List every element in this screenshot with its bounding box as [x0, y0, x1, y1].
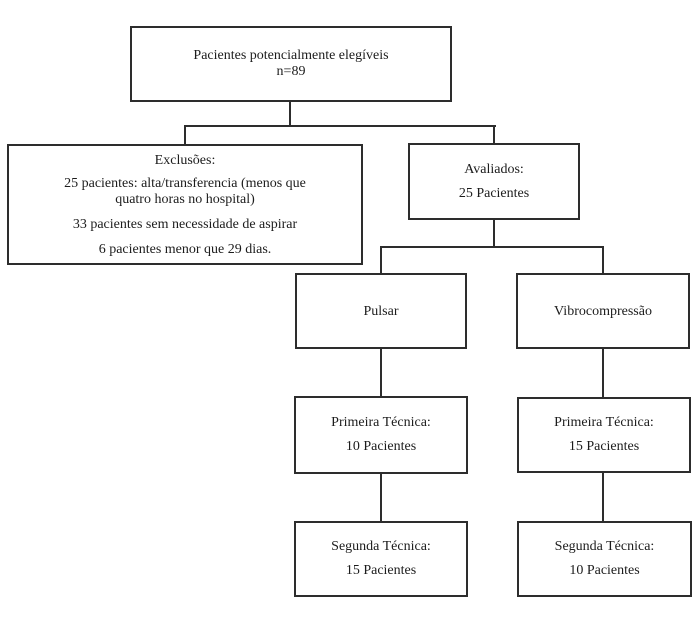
- node-eligible-patients: Pacientes potencialmente elegíveis n=89: [130, 26, 452, 102]
- exclusions-item-1: 25 pacientes: alta/transferencia (menos …: [64, 175, 306, 191]
- node-exclusions: Exclusões: 25 pacientes: alta/transferen…: [7, 144, 363, 265]
- node-pulsar-first-technique: Primeira Técnica: 10 Pacientes: [294, 396, 468, 474]
- vibro-second-title: Segunda Técnica:: [554, 539, 655, 554]
- evaluated-title: Avaliados:: [464, 161, 524, 177]
- exclusions-title: Exclusões:: [154, 152, 216, 168]
- connector-eligible-stem: [289, 102, 291, 125]
- connector-drop-pulsar: [380, 246, 382, 273]
- node-pulsar: Pulsar: [295, 273, 467, 349]
- exclusions-item-1-cont: quatro horas no hospital): [115, 191, 255, 207]
- pulsar-label: Pulsar: [363, 303, 399, 319]
- connector-drop-exclusions: [184, 125, 186, 144]
- vibro-second-count: 10 Pacientes: [569, 563, 640, 578]
- pulsar-second-count: 15 Pacientes: [345, 563, 417, 578]
- node-vibrocompression: Vibrocompressão: [516, 273, 690, 349]
- connector-drop-evaluated: [493, 125, 495, 143]
- connector-vibro-second: [602, 473, 604, 521]
- node-vibrocompression-first-technique: Primeira Técnica: 15 Pacientes: [517, 397, 691, 473]
- vibro-first-count: 15 Pacientes: [568, 439, 640, 454]
- exclusions-item-3: 6 pacientes menor que 29 dias.: [98, 241, 272, 257]
- connector-pulsar-first: [380, 349, 382, 396]
- pulsar-second-title: Segunda Técnica:: [331, 539, 431, 554]
- node-evaluated: Avaliados: 25 Pacientes: [408, 143, 580, 220]
- exclusions-item-2: 33 pacientes sem necessidade de aspirar: [72, 216, 298, 232]
- connector-drop-vibro: [602, 246, 604, 273]
- connector-evaluated-branch: [380, 246, 604, 248]
- pulsar-first-count: 10 Pacientes: [345, 439, 417, 454]
- eligible-title: Pacientes potencialmente elegíveis: [193, 48, 389, 63]
- connector-vibro-first: [602, 349, 604, 397]
- node-vibrocompression-second-technique: Segunda Técnica: 10 Pacientes: [517, 521, 692, 597]
- pulsar-first-title: Primeira Técnica:: [331, 415, 431, 430]
- connector-pulsar-second: [380, 474, 382, 521]
- vibrocompression-label: Vibrocompressão: [554, 303, 652, 319]
- vibro-first-title: Primeira Técnica:: [554, 415, 654, 430]
- evaluated-count: 25 Pacientes: [458, 185, 530, 201]
- node-pulsar-second-technique: Segunda Técnica: 15 Pacientes: [294, 521, 468, 597]
- connector-evaluated-stem: [493, 220, 495, 247]
- eligible-count: n=89: [276, 64, 306, 79]
- connector-eligible-branch: [184, 125, 496, 127]
